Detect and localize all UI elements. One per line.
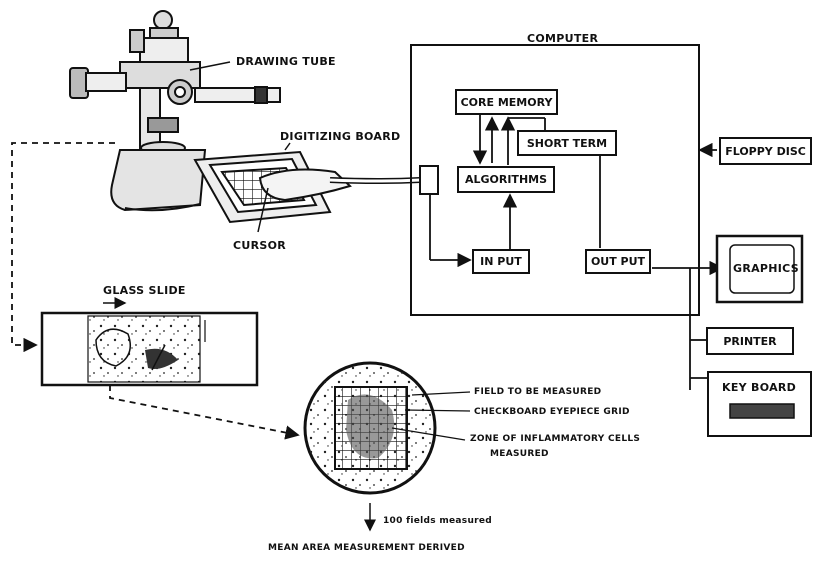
computer-enclosure bbox=[410, 44, 700, 316]
computer-wiring bbox=[429, 115, 724, 390]
algorithms-box: ALGORITHMS bbox=[457, 166, 555, 193]
zone-label-line1: ZONE OF INFLAMMATORY CELLS bbox=[470, 434, 641, 444]
field-pointers bbox=[391, 391, 471, 441]
computer-connector bbox=[419, 165, 439, 195]
microscope-illustration bbox=[69, 10, 281, 212]
keyboard-label: KEY BOARD bbox=[722, 381, 797, 394]
cursor-label: CURSOR bbox=[233, 239, 287, 252]
printer-box: PRINTER bbox=[706, 327, 794, 355]
zone-label-line2: MEASURED bbox=[490, 449, 549, 459]
computer-title: COMPUTER bbox=[527, 32, 599, 45]
glass-slide-illustration bbox=[40, 297, 259, 387]
floppy-disc-box: FLOPPY DISC bbox=[719, 137, 812, 165]
fields-count-label: 100 fields measured bbox=[383, 516, 493, 526]
eyepiece-grid-label: CHECKBOARD EYEPIECE GRID bbox=[474, 407, 630, 417]
drawing-tube-label: DRAWING TUBE bbox=[236, 55, 336, 68]
input-box: IN PUT bbox=[472, 249, 530, 274]
core-memory-box: CORE MEMORY bbox=[455, 89, 558, 115]
output-box: OUT PUT bbox=[585, 249, 651, 274]
graphics-label: GRAPHICS bbox=[733, 262, 799, 275]
glass-slide-label: GLASS SLIDE bbox=[103, 284, 186, 297]
digitizing-board-label: DIGITIZING BOARD bbox=[280, 130, 401, 143]
dashed-connections bbox=[11, 142, 300, 440]
digitizing-board-illustration bbox=[193, 150, 352, 233]
keyboard-keys bbox=[729, 403, 795, 419]
short-term-box: SHORT TERM bbox=[517, 130, 617, 156]
microscopic-field bbox=[303, 361, 437, 495]
field-to-measure-label: FIELD TO BE MEASURED bbox=[474, 387, 602, 397]
result-label: MEAN AREA MEASUREMENT DERIVED bbox=[268, 543, 465, 553]
